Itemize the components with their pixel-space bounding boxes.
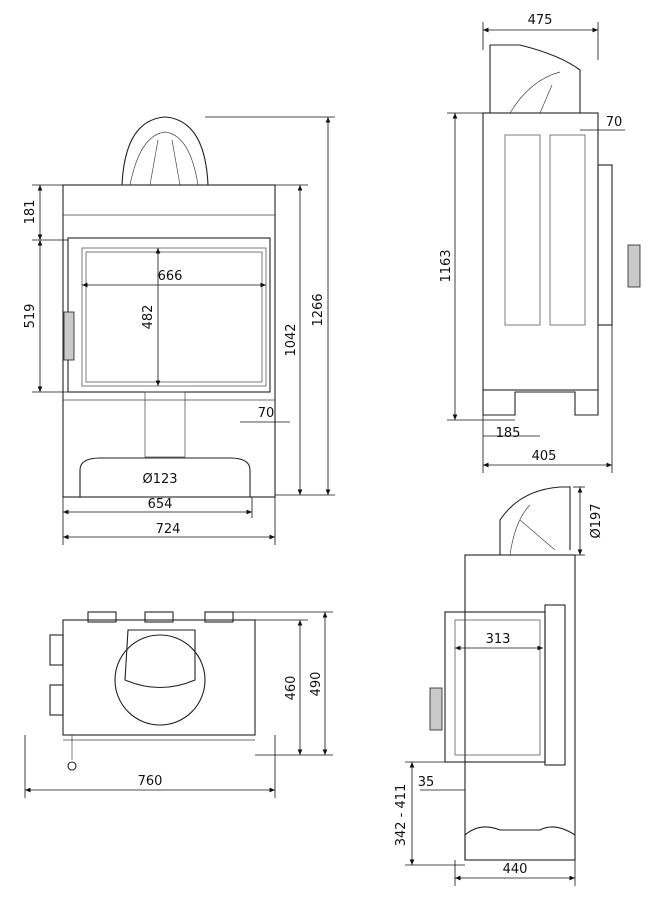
- dim-724: 724: [156, 522, 181, 537]
- body-outline: [464, 554, 576, 861]
- dim-1266: 1266: [311, 293, 326, 326]
- handle: [627, 244, 641, 288]
- handle: [63, 311, 75, 361]
- body-outline: [62, 619, 256, 736]
- flue-collar: [121, 116, 209, 186]
- dim-flue-197: Ø197: [589, 503, 604, 538]
- air-inlet: [144, 391, 186, 458]
- dim-460: 460: [284, 676, 299, 701]
- top-view: 460 490 760: [24, 611, 333, 798]
- side-view-corner: Ø197 313 35 342 - 411 440: [394, 486, 604, 886]
- body-outline: [482, 112, 599, 391]
- dim-35: 35: [418, 775, 435, 790]
- dim-185: 185: [496, 426, 521, 441]
- dim-70-side: 70: [606, 115, 623, 130]
- dim-flue-123: Ø123: [142, 472, 177, 487]
- dim-1042: 1042: [284, 323, 299, 356]
- dim-70: 70: [258, 406, 275, 421]
- side-view: 475 70 1163 185 405: [439, 13, 641, 473]
- glass: [81, 247, 267, 387]
- dim-519: 519: [23, 304, 38, 329]
- dim-482: 482: [141, 305, 156, 330]
- dim-1163: 1163: [439, 249, 454, 282]
- dim-760: 760: [138, 774, 163, 789]
- dim-666: 666: [158, 269, 183, 284]
- dim-490: 490: [309, 672, 324, 697]
- flue-elbow: [489, 44, 581, 114]
- handle: [429, 687, 443, 731]
- dim-475: 475: [528, 13, 553, 28]
- door-frame: [67, 237, 271, 393]
- body-outline: [62, 184, 276, 498]
- flue-elbow-2: [499, 486, 571, 555]
- dim-405: 405: [532, 449, 557, 464]
- dim-440: 440: [503, 862, 528, 877]
- dim-654: 654: [148, 497, 173, 512]
- front-view: 181 519 666 482 1042 1266 70 Ø123 654 72…: [23, 116, 335, 545]
- dim-313: 313: [486, 632, 511, 647]
- dim-181: 181: [23, 200, 38, 225]
- dim-342-411: 342 - 411: [394, 784, 409, 847]
- flue-circle: [114, 634, 206, 726]
